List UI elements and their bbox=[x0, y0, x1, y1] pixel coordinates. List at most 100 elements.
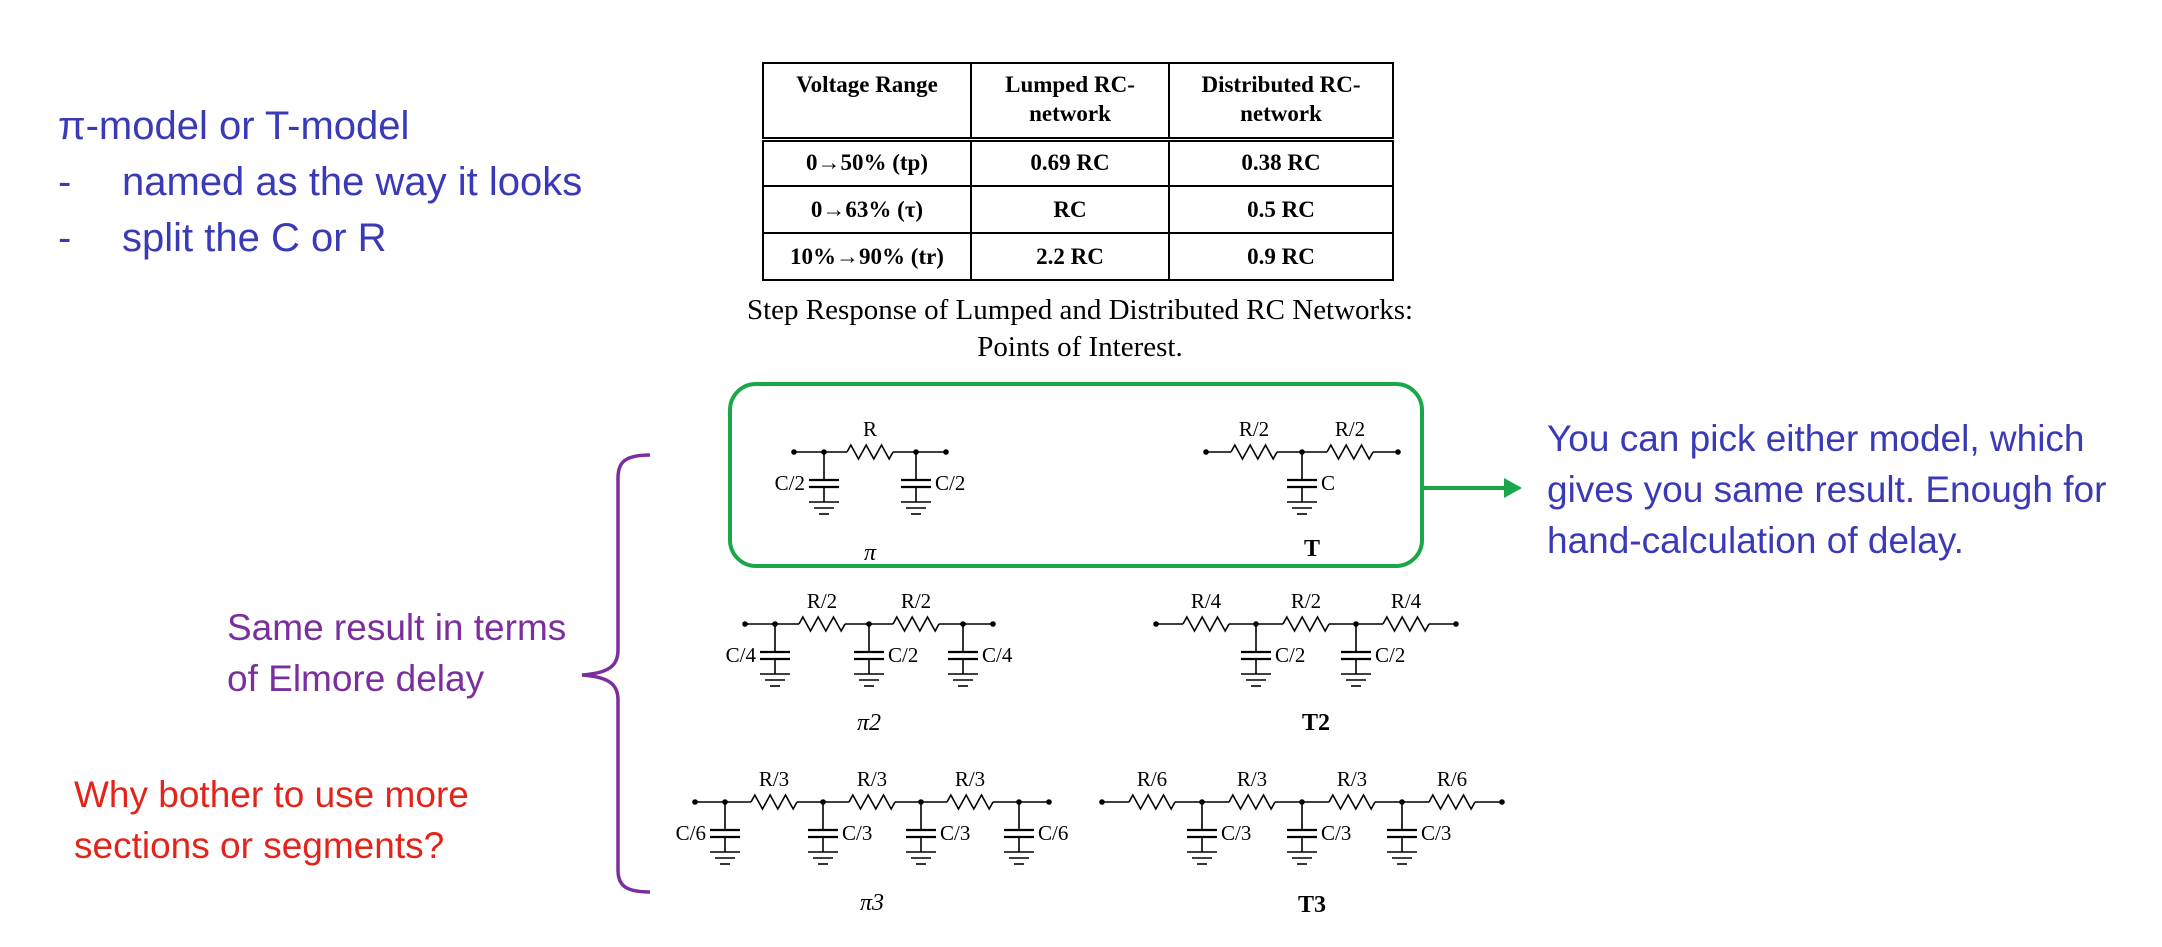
resistor-label: R/3 bbox=[955, 767, 985, 791]
right-note: You can pick either model, which gives y… bbox=[1547, 413, 2106, 566]
header-distributed: Distributed RC-network bbox=[1168, 62, 1394, 142]
capacitor-label: C/6 bbox=[676, 821, 706, 845]
resistor-label: R/3 bbox=[1337, 767, 1367, 791]
cell-range: 10%→90% (tr) bbox=[762, 232, 972, 281]
node-dot bbox=[1499, 799, 1505, 805]
resistor-zigzag bbox=[1282, 615, 1330, 633]
resistor-label: R/2 bbox=[1291, 589, 1321, 613]
resistor-zigzag bbox=[892, 615, 940, 633]
capacitor-label: C bbox=[1321, 471, 1335, 495]
caption-line-1: Step Response of Lumped and Distributed … bbox=[746, 294, 1414, 326]
cell-lumped: 0.69 RC bbox=[970, 138, 1170, 187]
cell-lumped: 2.2 RC bbox=[970, 232, 1170, 281]
question-note: Why bother to use more sections or segme… bbox=[74, 769, 469, 871]
table-row: 10%→90% (tr) 2.2 RC 0.9 RC bbox=[762, 232, 1394, 281]
capacitor-label: C/2 bbox=[935, 471, 965, 495]
arrow-icon bbox=[1422, 478, 1522, 498]
resistor-label: R/6 bbox=[1137, 767, 1167, 791]
resistor-label: R/4 bbox=[1191, 589, 1222, 613]
capacitor-label: C/3 bbox=[1421, 821, 1451, 845]
caption-line-2: Points of Interest. bbox=[977, 331, 1183, 363]
bullet-item: - named as the way it looks bbox=[58, 154, 582, 210]
table-row: 0→63% (τ) RC 0.5 RC bbox=[762, 185, 1394, 234]
right-note-line-3: hand-calculation of delay. bbox=[1547, 520, 1964, 561]
capacitor-label: C/3 bbox=[1321, 821, 1351, 845]
resistor-zigzag bbox=[1128, 793, 1176, 811]
cell-range: 0→63% (τ) bbox=[762, 185, 972, 234]
node-dot bbox=[990, 621, 996, 627]
capacitor-label: C/2 bbox=[1375, 643, 1405, 667]
resistor-zigzag bbox=[1328, 793, 1376, 811]
capacitor-label: C/3 bbox=[842, 821, 872, 845]
capacitor-label: C/2 bbox=[1275, 643, 1305, 667]
bullet-text: named as the way it looks bbox=[122, 160, 583, 204]
resistor-zigzag bbox=[1428, 793, 1476, 811]
network-label: π2 bbox=[857, 710, 881, 736]
resistor-zigzag bbox=[798, 615, 846, 633]
right-note-line-1: You can pick either model, which bbox=[1547, 418, 2085, 459]
brace-icon bbox=[581, 453, 651, 894]
capacitor-label: C/2 bbox=[888, 643, 918, 667]
header-voltage-range: Voltage Range bbox=[762, 62, 972, 142]
resistor-zigzag bbox=[848, 793, 896, 811]
resistor-zigzag bbox=[1326, 443, 1374, 461]
bullet-dash: - bbox=[58, 160, 72, 204]
bullet-text: split the C or R bbox=[122, 216, 387, 260]
resistor-zigzag bbox=[1382, 615, 1430, 633]
resistor-zigzag bbox=[846, 443, 894, 461]
resistor-label: R bbox=[863, 417, 877, 441]
resistor-label: R/3 bbox=[1237, 767, 1267, 791]
capacitor-label: C/4 bbox=[726, 643, 757, 667]
cell-distributed: 0.38 RC bbox=[1168, 138, 1394, 187]
elmore-line-1: Same result in terms bbox=[227, 607, 567, 648]
capacitor-label: C/4 bbox=[982, 643, 1013, 667]
resistor-label: R/3 bbox=[759, 767, 789, 791]
network-label: T2 bbox=[1302, 710, 1330, 736]
network-label: T3 bbox=[1298, 892, 1326, 918]
resistor-label: R/4 bbox=[1391, 589, 1422, 613]
resistor-zigzag bbox=[1230, 443, 1278, 461]
resistor-zigzag bbox=[946, 793, 994, 811]
question-line-2: sections or segments? bbox=[74, 825, 445, 866]
resistor-zigzag bbox=[1228, 793, 1276, 811]
resistor-zigzag bbox=[750, 793, 798, 811]
network-label: π bbox=[864, 540, 877, 566]
cell-range: 0→50% (tp) bbox=[762, 138, 972, 187]
resistor-label: R/6 bbox=[1437, 767, 1467, 791]
elmore-note: Same result in terms of Elmore delay bbox=[227, 602, 566, 704]
header-lumped: Lumped RC-network bbox=[970, 62, 1170, 142]
right-note-line-2: gives you same result. Enough for bbox=[1547, 469, 2107, 510]
node-dot bbox=[1395, 449, 1401, 455]
model-notes: π-model or T-model - named as the way it… bbox=[58, 98, 582, 266]
capacitor-label: C/3 bbox=[940, 821, 970, 845]
capacitor-label: C/6 bbox=[1038, 821, 1068, 845]
model-heading: π-model or T-model bbox=[58, 104, 410, 148]
node-dot bbox=[1453, 621, 1459, 627]
network-label: π3 bbox=[860, 890, 884, 916]
resistor-label: R/2 bbox=[807, 589, 837, 613]
table-row: 0→50% (tp) 0.69 RC 0.38 RC bbox=[762, 138, 1394, 187]
table-caption: Step Response of Lumped and Distributed … bbox=[660, 292, 1500, 366]
node-dot bbox=[943, 449, 949, 455]
highlight-box bbox=[728, 382, 1424, 568]
resistor-label: R/2 bbox=[901, 589, 931, 613]
capacitor-label: C/3 bbox=[1221, 821, 1251, 845]
bullet-item: - split the C or R bbox=[58, 210, 582, 266]
elmore-line-2: of Elmore delay bbox=[227, 658, 485, 699]
resistor-label: R/2 bbox=[1335, 417, 1365, 441]
table-header-row: Voltage Range Lumped RC-network Distribu… bbox=[762, 62, 1394, 142]
bullet-dash: - bbox=[58, 216, 72, 260]
node-dot bbox=[1046, 799, 1052, 805]
question-line-1: Why bother to use more bbox=[74, 774, 469, 815]
resistor-zigzag bbox=[1182, 615, 1230, 633]
cell-lumped: RC bbox=[970, 185, 1170, 234]
network-label: T bbox=[1304, 536, 1320, 562]
resistor-label: R/3 bbox=[857, 767, 887, 791]
cell-distributed: 0.5 RC bbox=[1168, 185, 1394, 234]
capacitor-label: C/2 bbox=[775, 471, 805, 495]
delay-table: Voltage Range Lumped RC-network Distribu… bbox=[762, 62, 1394, 281]
resistor-label: R/2 bbox=[1239, 417, 1269, 441]
cell-distributed: 0.9 RC bbox=[1168, 232, 1394, 281]
